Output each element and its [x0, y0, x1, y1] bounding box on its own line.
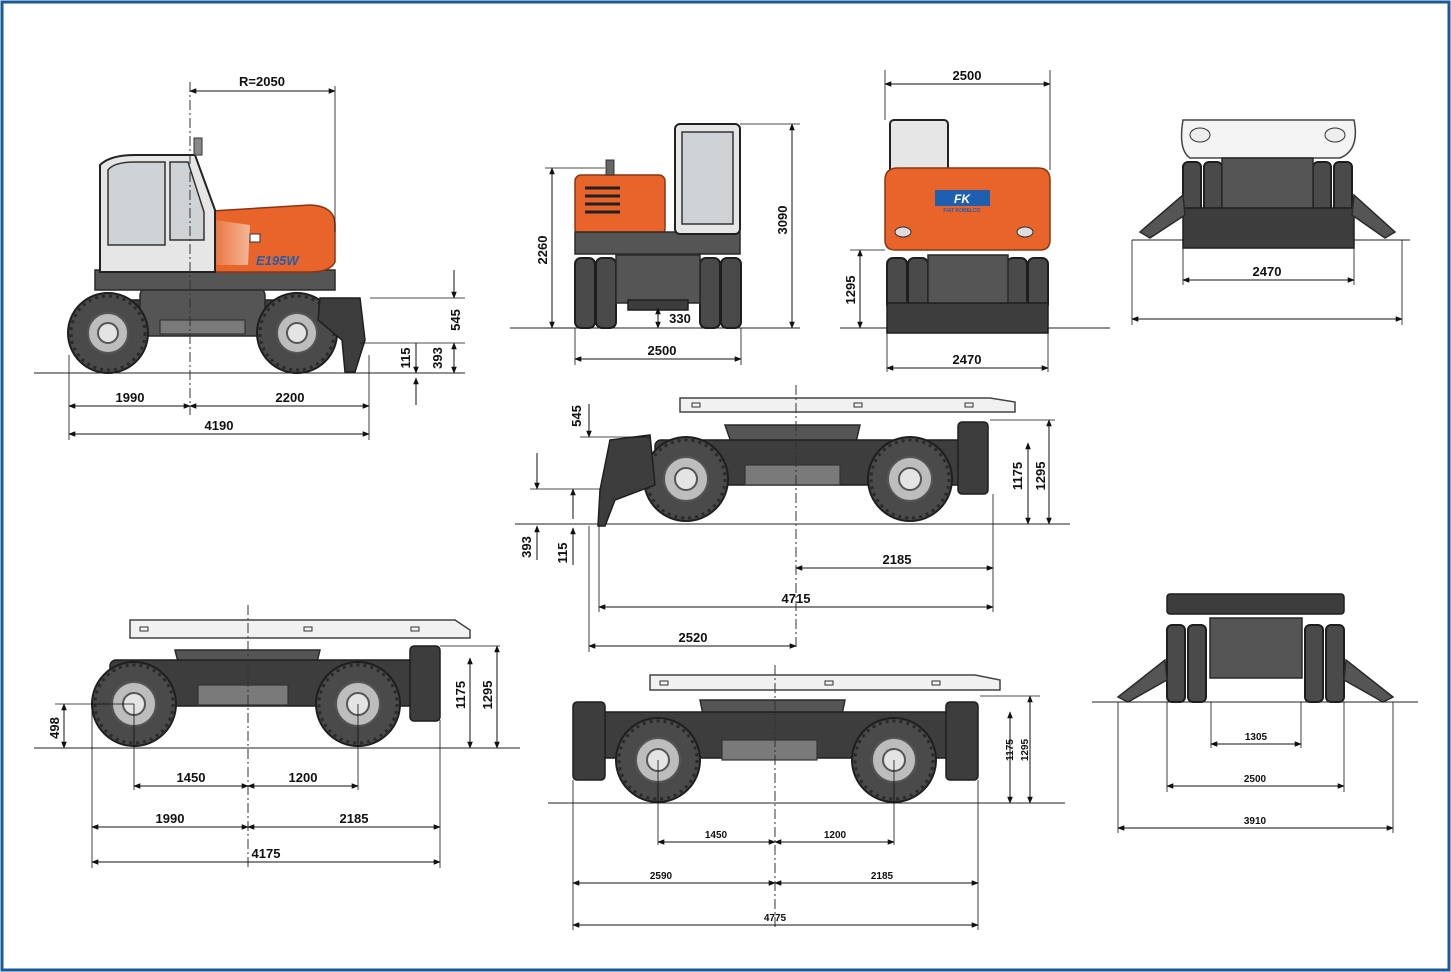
bm-front-axle-label: 1450	[705, 830, 728, 841]
bottom-left-view-dimensions: 498 1175 1295 1450 1200 1990 2185 4175	[47, 605, 500, 870]
side-view-dimensions: R=2050 1990 2200 4190 545 393 115	[68, 74, 465, 440]
mid-h1-label: 1175	[1010, 462, 1025, 490]
brand-logo: FK	[954, 192, 971, 206]
cab-height-label: 3090	[775, 206, 790, 235]
front-wheel	[67, 292, 149, 374]
mid-h2-label: 1295	[1033, 462, 1048, 491]
front-view-dimensions: 2260 3090 330 2500	[535, 123, 800, 365]
blade-height-2-label: 393	[430, 347, 445, 369]
brand-subtitle: FIAT KOBELCO	[943, 208, 980, 214]
rear-width-label: 2500	[953, 68, 982, 83]
blade-height-label: 545	[448, 309, 463, 331]
rear-blade-width-label: 2470	[953, 352, 982, 367]
mid-blade-below-ground-label: 115	[555, 543, 570, 564]
radius-label: R=2050	[239, 74, 285, 89]
br-span-label: 3910	[1244, 816, 1267, 827]
bl-h2-label: 1295	[480, 681, 495, 710]
middle-view-machine	[515, 397, 1070, 527]
mid-blade-height-2-label: 393	[519, 536, 534, 558]
rear-view-dimensions: 2500 1295 2470	[843, 68, 1051, 372]
bm-total-label: 4775	[764, 913, 787, 924]
rear-overhang-label: 2200	[276, 390, 305, 405]
bottom-left-view-machine	[34, 619, 520, 749]
bm-front-label: 2590	[650, 871, 673, 882]
blade-below-ground-label: 115	[398, 348, 413, 369]
axle-height-label: 498	[47, 717, 62, 739]
top-right-view-dimensions: 2470	[1131, 240, 1403, 325]
bl-rear-axle-label: 1200	[289, 770, 318, 785]
side-view-machine: E195W	[34, 137, 465, 374]
ground-clearance-label: 330	[669, 311, 691, 326]
overall-length-label: 4190	[205, 418, 234, 433]
bottom-right-view-dimensions: 1305 2500 3910	[1117, 702, 1394, 833]
bottom-right-view-machine	[1092, 593, 1418, 703]
top-right-blade-width-label: 2470	[1253, 264, 1282, 279]
bottom-middle-view-dimensions: 1175 1295 1450 1200 2590 2185 4775	[572, 665, 1040, 930]
counterweight-clearance-label: 1295	[843, 276, 858, 305]
br-inner-label: 1305	[1245, 732, 1268, 743]
bm-rear-label: 2185	[871, 871, 894, 882]
mid-length-label: 4715	[782, 591, 811, 606]
mid-rear-dim-label: 2185	[883, 552, 912, 567]
bm-h2-label: 1295	[1020, 738, 1031, 761]
front-view-machine	[510, 123, 800, 329]
mid-front-dim-label: 2520	[679, 630, 708, 645]
br-track-label: 2500	[1244, 774, 1267, 785]
track-width-label: 2500	[648, 343, 677, 358]
top-right-view-machine	[1132, 119, 1410, 249]
model-badge: E195W	[256, 253, 300, 268]
bm-h1-label: 1175	[1005, 739, 1016, 761]
bl-front-label: 1990	[156, 811, 185, 826]
bl-h1-label: 1175	[453, 681, 468, 709]
middle-view-dimensions: 545 393 115 1175 1295 2185 4715 2520	[519, 385, 1055, 652]
body-height-label: 2260	[535, 236, 550, 265]
bl-total-label: 4175	[252, 846, 281, 861]
bl-rear-label: 2185	[340, 811, 369, 826]
bm-rear-axle-label: 1200	[824, 830, 847, 841]
front-overhang-label: 1990	[116, 390, 145, 405]
bl-front-axle-label: 1450	[177, 770, 206, 785]
rear-view-machine: FK FIAT KOBELCO	[840, 119, 1110, 334]
mid-blade-height-label: 545	[569, 405, 584, 427]
